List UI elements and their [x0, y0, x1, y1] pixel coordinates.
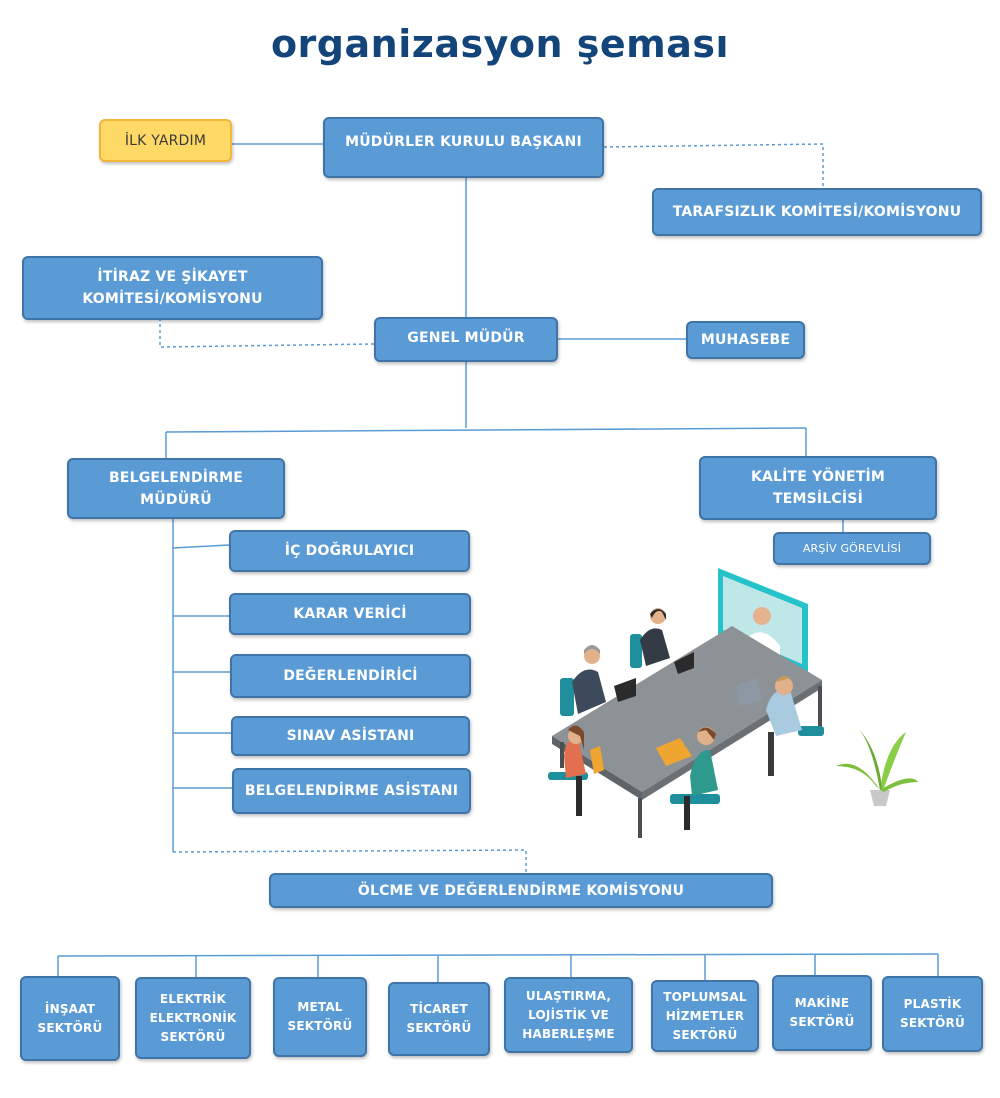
- exam-assistant-label: SINAV ASİSTANI: [286, 728, 415, 744]
- sector-label-line2: SEKTÖRÜ: [406, 1021, 472, 1035]
- person-icon: [560, 645, 636, 716]
- plant-icon: [836, 728, 918, 806]
- certification-assistant-box: BELGELENDİRME ASİSTANI: [232, 768, 471, 814]
- impartiality-committee-label: TARAFSIZLIK KOMİTESİ/KOMİSYONU: [672, 204, 962, 220]
- internal-verifier-label: İÇ DOĞRULAYICI: [284, 543, 415, 559]
- sector-label-line2: ELEKTRONİK: [149, 1010, 237, 1025]
- sector-label-line1: TİCARET: [410, 1002, 468, 1016]
- impartiality-committee-box: TARAFSIZLIK KOMİTESİ/KOMİSYONU: [652, 188, 982, 236]
- meeting-table-illustration: [548, 568, 918, 838]
- sector-box-electrical: ELEKTRİK ELEKTRONİK SEKTÖRÜ: [135, 977, 251, 1059]
- appeal-complaint-committee-box: İTİRAZ VE ŞİKAYET KOMİTESİ/KOMİSYONU: [22, 256, 323, 320]
- person-icon: [736, 676, 824, 776]
- sector-box-construction: İNŞAAT SEKTÖRÜ: [20, 976, 120, 1061]
- exam-assistant-box: SINAV ASİSTANI: [231, 716, 470, 756]
- sector-label-line2: SEKTÖRÜ: [37, 1020, 103, 1035]
- sector-box-plastic: PLASTİK SEKTÖRÜ: [882, 976, 983, 1052]
- sector-label-line1: TOPLUMSAL: [663, 989, 747, 1004]
- board-president-box: MÜDÜRLER KURULU BAŞKANI: [323, 117, 604, 178]
- accounting-box: MUHASEBE: [686, 321, 805, 359]
- archive-officer-label: ARŞİV GÖREVLİSİ: [802, 541, 902, 555]
- sector-label-line2: LOJİSTİK VE: [528, 1007, 609, 1022]
- sector-label-line2: HİZMETLER: [665, 1008, 745, 1023]
- internal-verifier-box: İÇ DOĞRULAYICI: [229, 530, 470, 572]
- certification-manager-label-line1: BELGELENDİRME: [108, 469, 244, 486]
- quality-representative-label-line1: KALİTE YÖNETİM: [750, 469, 886, 485]
- sector-box-transportation: ULAŞTIRMA, LOJİSTİK VE HABERLEŞME: [504, 977, 633, 1053]
- sector-label-line1: ELEKTRİK: [159, 991, 227, 1006]
- measurement-evaluation-committee-label: ÖLCME VE DEĞERLENDİRME KOMİSYONU: [357, 882, 685, 899]
- decision-maker-label: KARAR VERİCİ: [293, 606, 407, 622]
- general-manager-label: GENEL MÜDÜR: [407, 330, 525, 346]
- first-aid-box: İLK YARDIM: [99, 119, 232, 162]
- general-manager-box: GENEL MÜDÜR: [374, 317, 558, 362]
- sector-label-line1: PLASTİK: [903, 997, 962, 1011]
- sector-label-line2: SEKTÖRÜ: [789, 1015, 855, 1029]
- quality-representative-box: KALİTE YÖNETİM TEMSİLCİSİ: [699, 456, 937, 520]
- sector-label-line3: SEKTÖRÜ: [160, 1029, 226, 1044]
- person-icon: [656, 727, 720, 830]
- sector-label-line3: HABERLEŞME: [522, 1026, 615, 1041]
- certification-manager-label-line2: MÜDÜRÜ: [140, 491, 212, 508]
- assessor-label: DEĞERLENDİRİCİ: [283, 668, 418, 684]
- sector-label-line3: SEKTÖRÜ: [672, 1027, 738, 1042]
- board-president-label: MÜDÜRLER KURULU BAŞKANI: [345, 134, 582, 150]
- sector-label-line1: ULAŞTIRMA,: [525, 988, 612, 1003]
- person-icon: [630, 608, 694, 674]
- sector-box-metal: METAL SEKTÖRÜ: [273, 977, 367, 1057]
- sector-label-line1: İNŞAAT: [44, 1001, 96, 1016]
- certification-assistant-label: BELGELENDİRME ASİSTANI: [244, 783, 459, 799]
- sector-label-line2: SEKTÖRÜ: [900, 1016, 965, 1030]
- sector-box-machinery: MAKİNE SEKTÖRÜ: [772, 975, 872, 1051]
- quality-representative-label-line2: TEMSİLCİSİ: [772, 491, 864, 507]
- measurement-evaluation-committee-box: ÖLCME VE DEĞERLENDİRME KOMİSYONU: [269, 873, 773, 908]
- sector-box-social-services: TOPLUMSAL HİZMETLER SEKTÖRÜ: [651, 980, 759, 1052]
- person-icon: [548, 725, 604, 816]
- accounting-label: MUHASEBE: [700, 332, 791, 348]
- appeal-complaint-label-line1: İTİRAZ VE ŞİKAYET: [97, 269, 248, 285]
- assessor-box: DEĞERLENDİRİCİ: [230, 654, 471, 698]
- first-aid-label: İLK YARDIM: [124, 132, 207, 149]
- sector-label-line1: MAKİNE: [794, 996, 850, 1010]
- appeal-complaint-label-line2: KOMİTESİ/KOMİSYONU: [82, 291, 263, 307]
- decision-maker-box: KARAR VERİCİ: [229, 593, 471, 635]
- certification-manager-box: BELGELENDİRME MÜDÜRÜ: [67, 458, 285, 519]
- archive-officer-box: ARŞİV GÖREVLİSİ: [773, 532, 931, 565]
- sector-box-trade: TİCARET SEKTÖRÜ: [388, 982, 490, 1056]
- sector-label-line1: METAL: [297, 1000, 343, 1014]
- chart-title: organizasyon şeması: [270, 22, 730, 66]
- sector-label-line2: SEKTÖRÜ: [287, 1019, 353, 1033]
